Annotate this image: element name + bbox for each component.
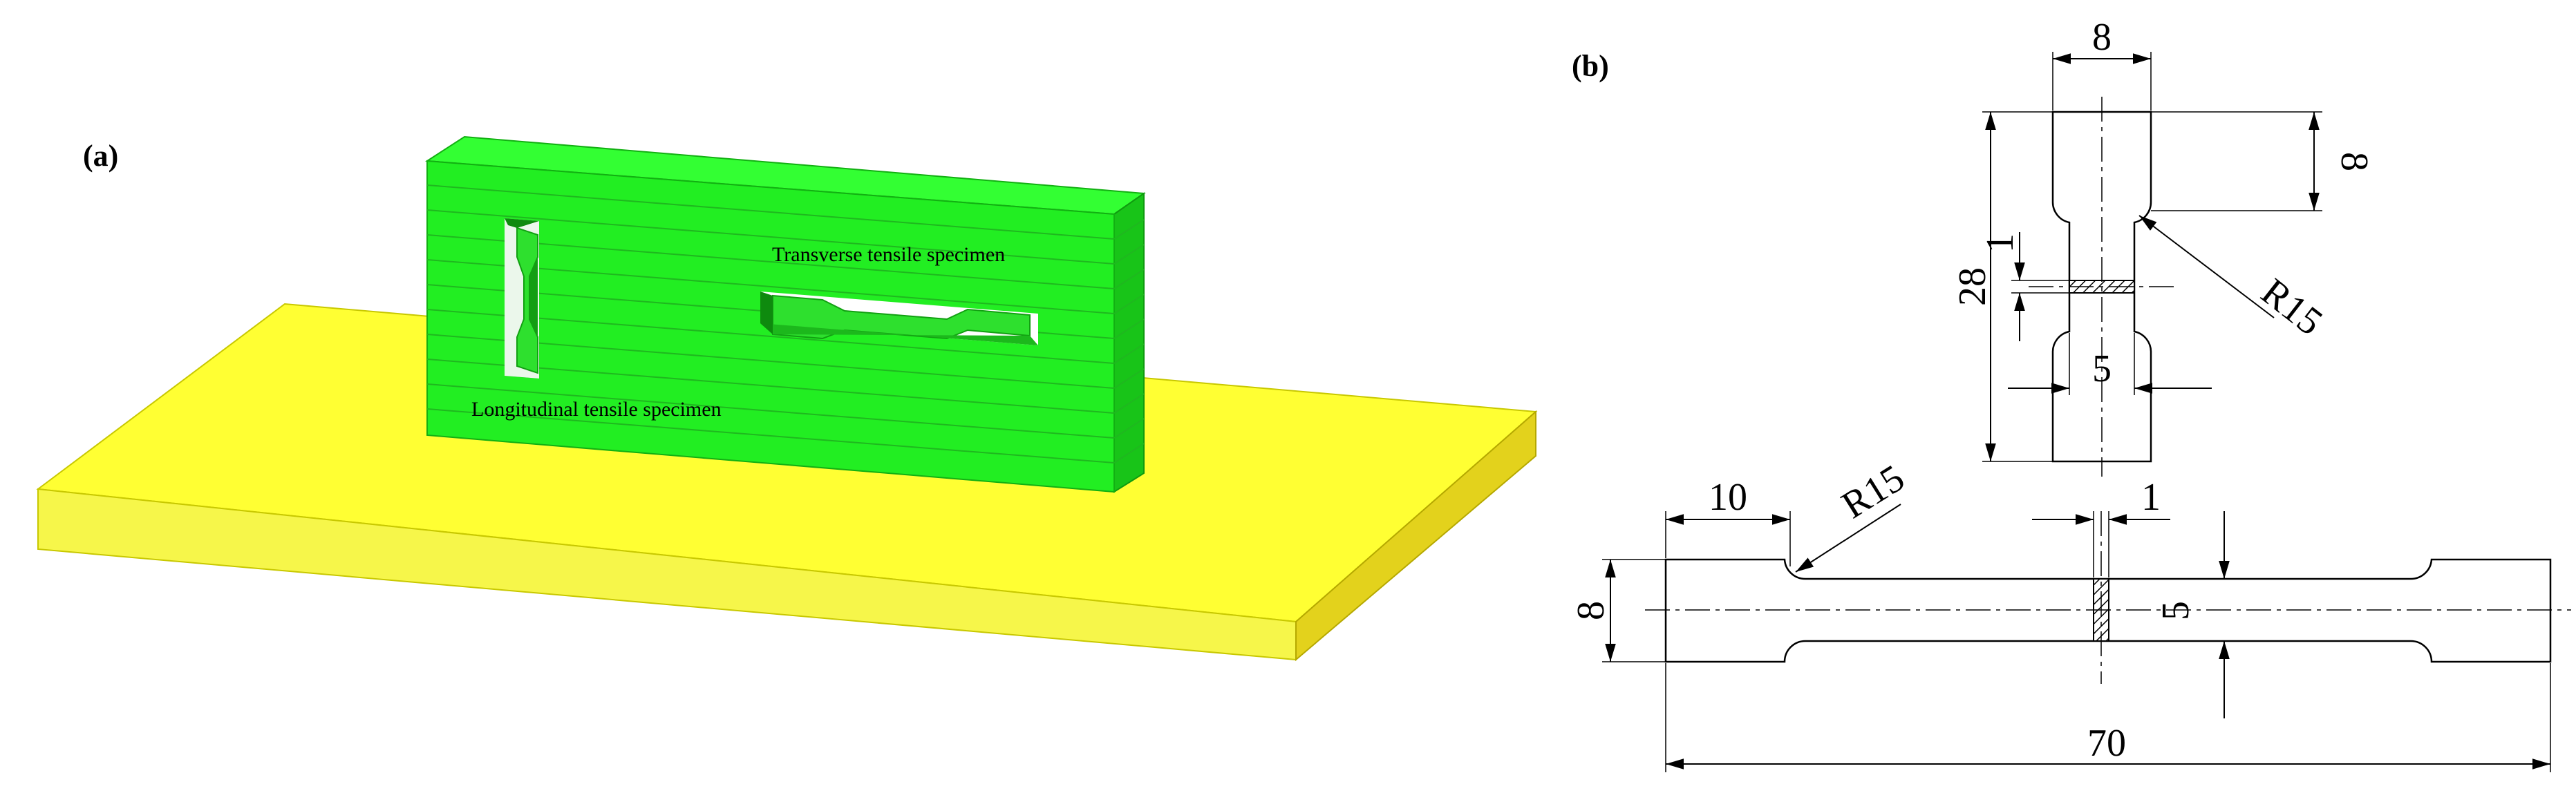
dim-vertical-width: 8 bbox=[2092, 16, 2112, 59]
longitudinal-specimen-cutout bbox=[505, 218, 539, 379]
dim-vertical-grip-length: 8 bbox=[2333, 152, 2376, 171]
horizontal-specimen-outline bbox=[1664, 558, 2552, 663]
leader-horizontal-radius bbox=[1795, 504, 1901, 573]
dim-vertical-fillet-radius: R15 bbox=[2253, 270, 2331, 343]
dim-vertical-weld-width: 1 bbox=[1979, 233, 2022, 253]
horizontal-specimen: 10 R15 1 8 5 70 bbox=[1570, 457, 2571, 772]
panel-a-label: (a) bbox=[83, 139, 118, 173]
vertical-specimen: 8 8 28 1 5 R15 bbox=[1951, 16, 2376, 477]
transverse-specimen-cutout bbox=[760, 292, 1038, 345]
panel-a: (a) bbox=[36, 135, 1538, 662]
panel-b: (b) 8 8 28 1 bbox=[1570, 16, 2571, 772]
dim-horizontal-grip-length: 10 bbox=[1709, 476, 1747, 519]
dim-horizontal-total-length: 70 bbox=[2087, 722, 2126, 765]
deposited-wall bbox=[424, 135, 1146, 493]
dim-horizontal-weld-width: 1 bbox=[2141, 476, 2161, 519]
dim-horizontal-fillet-radius: R15 bbox=[1834, 457, 1912, 527]
transverse-specimen-label: Transverse tensile specimen bbox=[772, 243, 1005, 266]
longitudinal-specimen-label: Longitudinal tensile specimen bbox=[471, 398, 722, 421]
panel-b-label: (b) bbox=[1572, 49, 1609, 83]
dim-horizontal-gauge-width: 5 bbox=[2154, 601, 2197, 620]
leader-vertical-radius bbox=[2138, 215, 2275, 318]
substrate-side-face bbox=[1295, 410, 1536, 662]
dim-vertical-gauge-width: 5 bbox=[2092, 347, 2112, 390]
dim-vertical-total-length: 28 bbox=[1951, 267, 1994, 306]
dim-horizontal-grip-width: 8 bbox=[1570, 601, 1613, 620]
